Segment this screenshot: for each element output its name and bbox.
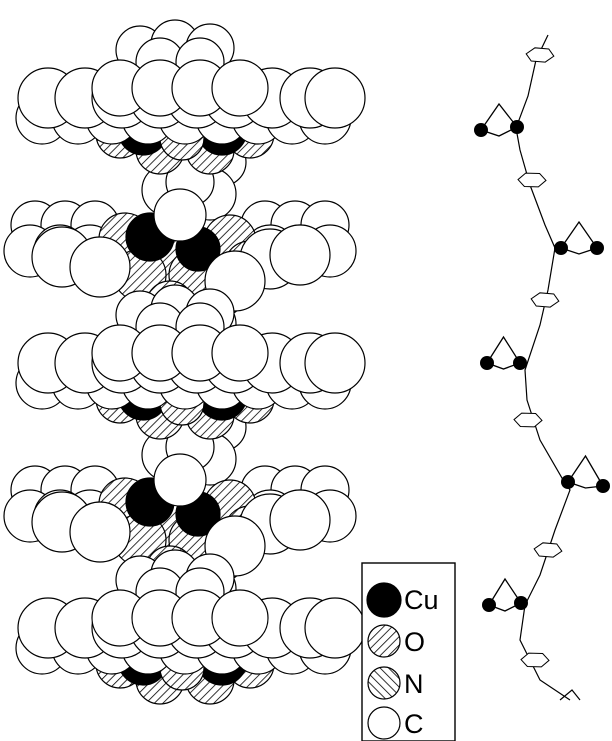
chain-diagram (474, 34, 610, 701)
copper-center (514, 596, 528, 610)
model-layer (15, 19, 366, 175)
atom-c (211, 324, 269, 382)
copper-center (510, 120, 524, 134)
phenyl-ring (530, 292, 560, 308)
copper-center (596, 479, 610, 493)
model-layer (15, 284, 366, 440)
phenyl-ring (533, 542, 563, 558)
copper-center (590, 241, 604, 255)
legend-swatch-c (367, 706, 401, 740)
legend-label-n: N (404, 669, 424, 699)
legend-label-c: C (404, 709, 424, 739)
atom-c (304, 67, 366, 129)
phenyl-ring (525, 47, 555, 63)
phenyl-ring (520, 652, 550, 668)
legend-swatch-cu (366, 582, 402, 618)
legend-label-cu: Cu (404, 585, 439, 615)
phenyl-ring (513, 412, 543, 428)
legend: Cu O N C (361, 562, 456, 741)
atom-c (269, 489, 331, 551)
atom-c (269, 224, 331, 286)
copper-center (482, 598, 496, 612)
legend-swatch-n (367, 666, 401, 700)
copper-center (474, 123, 488, 137)
model-layer (3, 188, 357, 330)
chain-backbone (515, 34, 571, 701)
copper-center (480, 356, 494, 370)
copper-center (561, 475, 575, 489)
model-layer (15, 549, 366, 705)
atom-c (153, 188, 207, 242)
atom-c (69, 236, 131, 298)
atom-c (211, 589, 269, 647)
chain-terminal (559, 689, 581, 701)
legend-swatch-o (367, 624, 401, 658)
phenyl-ring (517, 172, 547, 188)
atom-c (69, 501, 131, 563)
legend-label-o: O (404, 627, 425, 657)
atom-c (211, 59, 269, 117)
copper-center (513, 356, 527, 370)
atom-c (153, 453, 207, 507)
atom-c (304, 597, 366, 659)
copper-center (554, 241, 568, 255)
space-filling-model (3, 19, 366, 705)
atom-c (304, 332, 366, 394)
